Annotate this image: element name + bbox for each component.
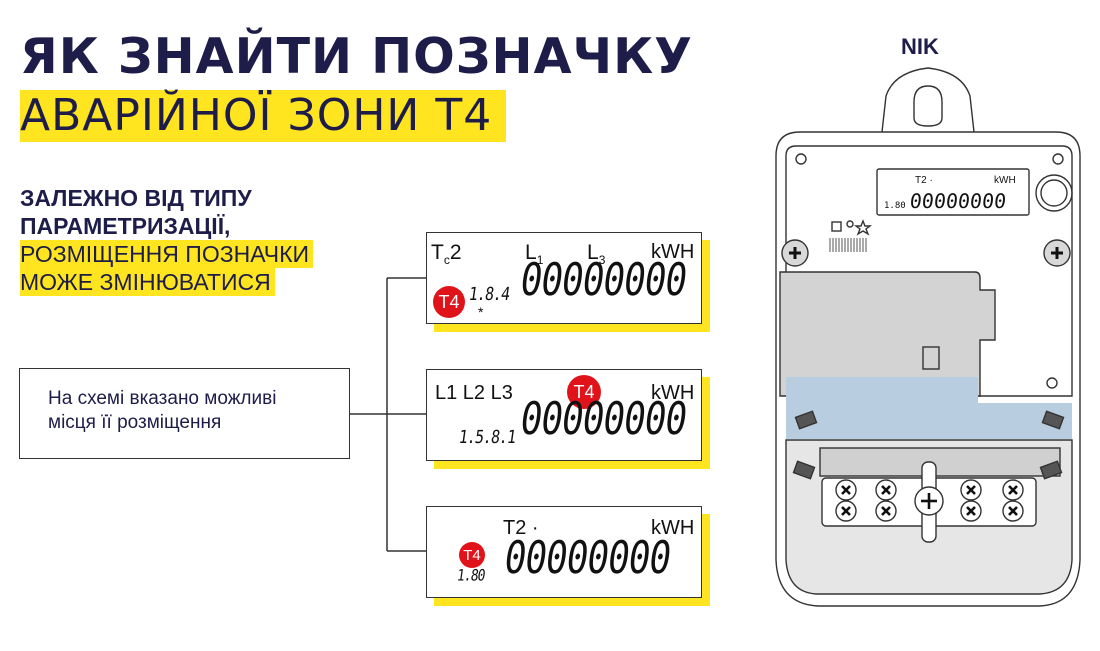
panel-2-phases: L1 L2 L3 <box>435 382 513 404</box>
title-line-2: АВАРІЙНОЇ ЗОНИ Т4 <box>20 90 507 142</box>
panel-2-t4-badge: T4 <box>567 375 601 409</box>
meter-lcd <box>876 168 1030 216</box>
blue-band <box>786 403 1072 439</box>
panel-3-unit: kWH <box>651 517 695 539</box>
blue-band-left <box>786 377 978 403</box>
note-box: На схемі вказано можливі місця її розміщ… <box>19 368 350 459</box>
optical-port-inner <box>1040 179 1068 207</box>
subtitle-bold-line-1: ЗАЛЕЖНО ВІД ТИПУ <box>20 185 252 211</box>
clamp-bottom-left <box>792 460 816 480</box>
note-line-1: На схемі вказано можливі <box>48 388 277 409</box>
display-panel-2: L1 L2 L3 T4 kWH 1.5.8.1 00000000 <box>426 369 702 461</box>
panel-1-unit: kWH <box>651 241 695 263</box>
meter-lcd-tariff: T2 · <box>915 175 933 186</box>
barcode <box>829 238 867 252</box>
screw-low-right <box>1046 377 1058 389</box>
internal-block <box>779 271 996 397</box>
terminal-screws <box>835 479 1024 522</box>
panel-2-unit: kWH <box>651 382 695 404</box>
display-panel-3: T2 · kWH T4 1.80 00000000 <box>426 506 702 598</box>
panel-1-t4-badge: T4 <box>433 286 465 318</box>
panel-1-phase-1: L1 <box>525 241 544 268</box>
star-icon <box>853 219 873 236</box>
subtitle-highlight-line-1: РОЗМІЩЕННЯ ПОЗНАЧКИ <box>20 240 314 268</box>
screw-top-left <box>795 153 807 165</box>
meter-lcd-unit: kWH <box>994 175 1016 186</box>
clamp-top-right <box>1041 410 1065 430</box>
meter-lcd-digits: 00000000 <box>909 189 1008 213</box>
optical-port-outer <box>1035 174 1073 212</box>
subtitle: ЗАЛЕЖНО ВІД ТИПУ ПАРАМЕТРИЗАЦІЇ, РОЗМІЩЕ… <box>20 184 314 296</box>
terminal-strip <box>819 447 1061 477</box>
clamp-top-left <box>794 410 818 430</box>
meter-lcd-obis: 1.80 <box>884 201 906 211</box>
panel-1-tariff: Tc2 <box>431 241 462 268</box>
brand-label: NIK <box>901 34 939 59</box>
indicator-square <box>831 221 842 232</box>
hanger-loop <box>881 67 975 133</box>
panel-3-t4-badge: T4 <box>459 542 485 568</box>
hanger-hole <box>913 85 943 127</box>
subtitle-highlight-line-2: МОЖЕ ЗМІНЮВАТИСЯ <box>20 268 275 296</box>
panel-3-tariff: T2 · <box>503 517 539 539</box>
screw-crosses <box>789 247 1063 259</box>
panel-1-star: * <box>478 304 484 320</box>
panel-1-phase-3: L3 <box>587 241 606 268</box>
note-line-2: місця її розміщення <box>48 412 222 433</box>
clamp-bottom-right <box>1039 460 1063 480</box>
screw-top-right <box>1052 153 1064 165</box>
display-panel-1: Tc2 L1 L3 kWH T4 1.8.4 * 00000000 <box>426 232 702 324</box>
subtitle-bold-line-2: ПАРАМЕТРИЗАЦІЇ, <box>20 213 231 239</box>
title-line-1: ЯК ЗНАЙТИ ПОЗНАЧКУ <box>20 28 693 85</box>
internal-tab <box>922 346 940 370</box>
indicator-dot <box>846 220 854 228</box>
